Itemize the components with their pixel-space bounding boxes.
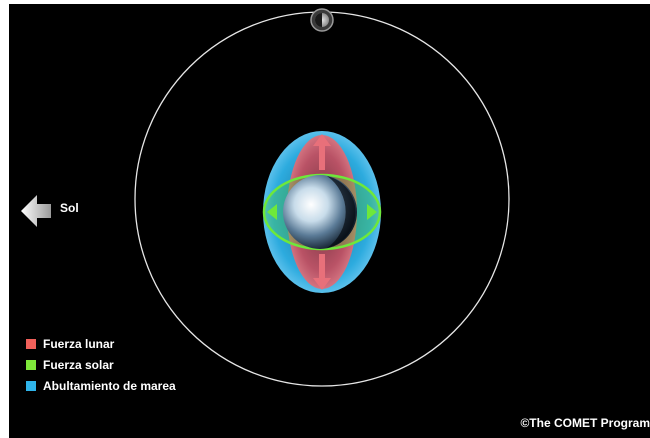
solar-force-arrow-left bbox=[267, 204, 277, 220]
legend: Fuerza lunar Fuerza solar Abultamiento d… bbox=[26, 333, 266, 396]
left-arrow-icon bbox=[21, 195, 51, 227]
legend-swatch-solar bbox=[26, 359, 36, 370]
legend-item-tidal-bulge: Abultamiento de marea bbox=[26, 375, 266, 396]
legend-swatch-lunar bbox=[26, 338, 36, 349]
sun-label: Sol bbox=[60, 201, 79, 215]
earth bbox=[283, 175, 357, 249]
legend-label: Abultamiento de marea bbox=[43, 378, 176, 393]
moon-icon bbox=[310, 8, 334, 32]
lunar-force-arrow-up bbox=[313, 134, 331, 170]
legend-item-solar-force: Fuerza solar bbox=[26, 354, 266, 375]
lunar-force-arrow-down bbox=[313, 254, 331, 290]
legend-label: Fuerza solar bbox=[43, 357, 114, 372]
tide-diagram bbox=[21, 8, 510, 387]
earth-night-side bbox=[327, 176, 356, 248]
legend-label: Fuerza lunar bbox=[43, 336, 115, 351]
legend-swatch-bulge bbox=[26, 380, 36, 391]
diagram-canvas: Sol Fuerza lunar Fuerza solar Abultamien… bbox=[9, 4, 650, 438]
legend-item-lunar-force: Fuerza lunar bbox=[26, 333, 266, 354]
copyright-credit: ©The COMET Program bbox=[520, 416, 650, 430]
solar-force-arrow-right bbox=[367, 204, 377, 220]
